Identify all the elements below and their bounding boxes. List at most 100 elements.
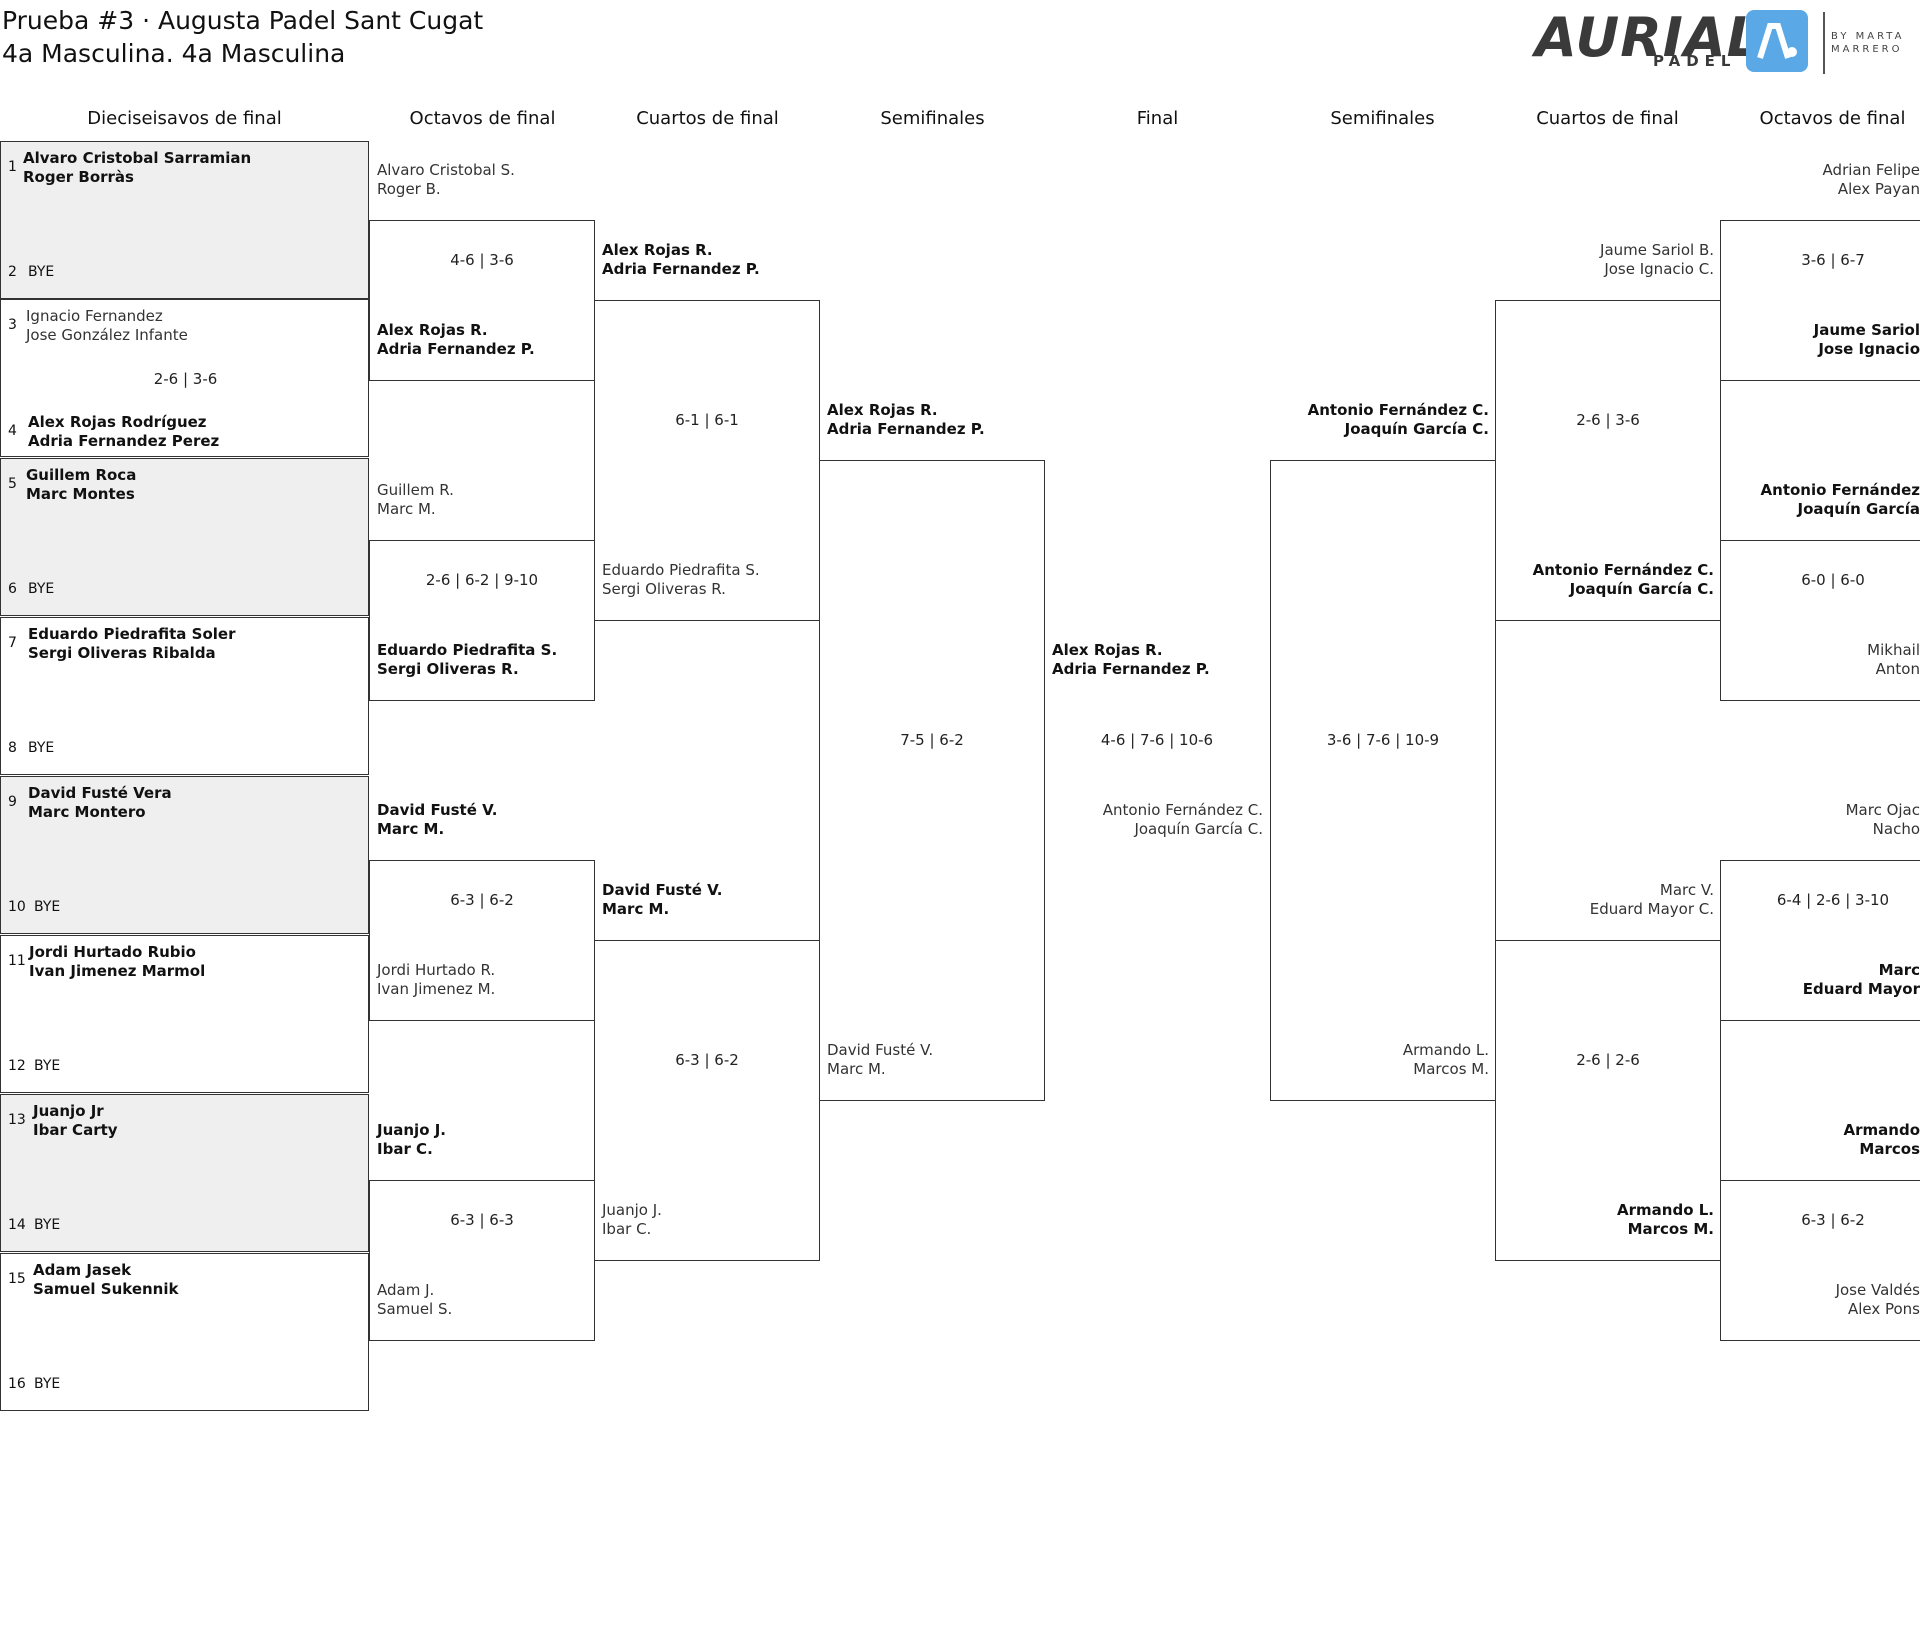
team-entry: Adam J.Samuel S. (377, 1281, 453, 1318)
seed-number: 4 (8, 423, 17, 439)
team-entry: David Fusté V.Marc M. (377, 801, 498, 838)
bye-label: BYE (34, 1376, 61, 1392)
match-score: 2-6 | 6-2 | 9-10 (425, 571, 539, 589)
seed-number: 12 (8, 1058, 26, 1074)
seed-number: 15 (8, 1271, 26, 1287)
team-entry: Antonio Fernández C.Joaquín García C. (1532, 561, 1714, 598)
team-entry: Alex Rojas R.Adria Fernandez P. (827, 401, 985, 438)
round-header: Cuartos de final (636, 108, 779, 129)
match-score: 4-6 | 3-6 (450, 251, 514, 269)
team-entry: Antonio Fernández C.Joaquín García C. (1307, 401, 1489, 438)
team-entry: Eduardo Piedrafita S.Sergi Oliveras R. (377, 641, 558, 678)
logo-icon (1746, 10, 1808, 72)
match-box (819, 460, 1045, 1101)
round-header: Cuartos de final (1536, 108, 1679, 129)
final-score: 4-6 | 7-6 | 10-6 (1100, 731, 1214, 749)
match-score: 2-6 | 3-6 (153, 370, 218, 388)
team-entry: Jaume Sariol B.Jose Ignacio C. (1600, 241, 1714, 278)
logo-byline: BY MARTA MARRERO (1831, 31, 1905, 55)
seed-number: 9 (8, 794, 17, 810)
match-score: 3-6 | 7-6 | 10-9 (1326, 731, 1440, 749)
round-header: Octavos de final (1759, 108, 1906, 129)
seed-number: 10 (8, 899, 26, 915)
team-entry: Alvaro Cristobal S.Roger B. (377, 161, 515, 198)
match-box (1270, 460, 1496, 1101)
logo-subtext: PADEL (1653, 52, 1737, 70)
match-box (1720, 1180, 1920, 1341)
seed-number: 5 (8, 476, 17, 492)
page-title: Prueba #3 · Augusta Padel Sant Cugat (2, 6, 484, 35)
team-entry: Eduardo Piedrafita S.Sergi Oliveras R. (602, 561, 760, 598)
round-header: Final (1136, 108, 1179, 129)
round-header: Dieciseisavos de final (87, 108, 282, 129)
seed-number: 2 (8, 264, 17, 280)
seed-number: 11 (8, 953, 26, 969)
team-entry: Marc V.Eduard Mayor C. (1589, 881, 1714, 918)
match-score: 6-3 | 6-2 (675, 1051, 739, 1069)
seed-number: 1 (8, 159, 17, 175)
match-score: 6-1 | 6-1 (675, 411, 739, 429)
team-entry: Alex Rojas R.Adria Fernandez P. (602, 241, 760, 278)
match-box (1720, 860, 1920, 1021)
round-header: Semifinales (880, 108, 985, 129)
brand-logo: AURIAL PADEL BY MARTA MARRERO (1535, 6, 1920, 74)
bye-label: BYE (28, 740, 55, 756)
team-entry: Guillem R.Marc M. (377, 481, 454, 518)
match-score: 6-3 | 6-2 (1801, 1211, 1865, 1229)
team-entry: Juanjo J.Ibar C. (602, 1201, 662, 1238)
match-box (1720, 220, 1920, 381)
seed-number: 13 (8, 1112, 26, 1128)
logo-divider (1823, 12, 1825, 74)
bye-label: BYE (34, 899, 61, 915)
bye-label: BYE (28, 581, 55, 597)
match-score: 6-0 | 6-0 (1801, 571, 1865, 589)
bye-label: BYE (34, 1058, 61, 1074)
bye-label: BYE (34, 1217, 61, 1233)
match-box (1495, 300, 1721, 621)
team-entry: Armando L.Marcos M. (1402, 1041, 1489, 1078)
match-score: 2-6 | 2-6 (1576, 1051, 1640, 1069)
page-subtitle: 4a Masculina. 4a Masculina (2, 39, 346, 68)
round-header: Octavos de final (409, 108, 556, 129)
match-score: 7-5 | 6-2 (900, 731, 964, 749)
team-entry: David Fusté V.Marc M. (827, 1041, 934, 1078)
seed-number: 8 (8, 740, 17, 756)
seed-number: 6 (8, 581, 17, 597)
match-box (1495, 940, 1721, 1261)
final-winner: Alex Rojas R.Adria Fernandez P. (1052, 641, 1210, 678)
match-score: 6-4 | 2-6 | 3-10 (1776, 891, 1890, 909)
final-runner-up: Antonio Fernández C.Joaquín García C. (1102, 801, 1263, 838)
seed-number: 7 (8, 635, 17, 651)
bye-label: BYE (28, 264, 55, 280)
team-entry: Armando L.Marcos M. (1617, 1201, 1714, 1238)
team-entry: David Fusté V.Marc M. (602, 881, 723, 918)
team-entry: Jordi Hurtado R.Ivan Jimenez M. (377, 961, 496, 998)
match-score: 6-3 | 6-3 (450, 1211, 514, 1229)
match-score: 6-3 | 6-2 (450, 891, 514, 909)
round-header: Semifinales (1330, 108, 1435, 129)
match-score: 3-6 | 6-7 (1801, 251, 1865, 269)
seed-number: 16 (8, 1376, 26, 1392)
